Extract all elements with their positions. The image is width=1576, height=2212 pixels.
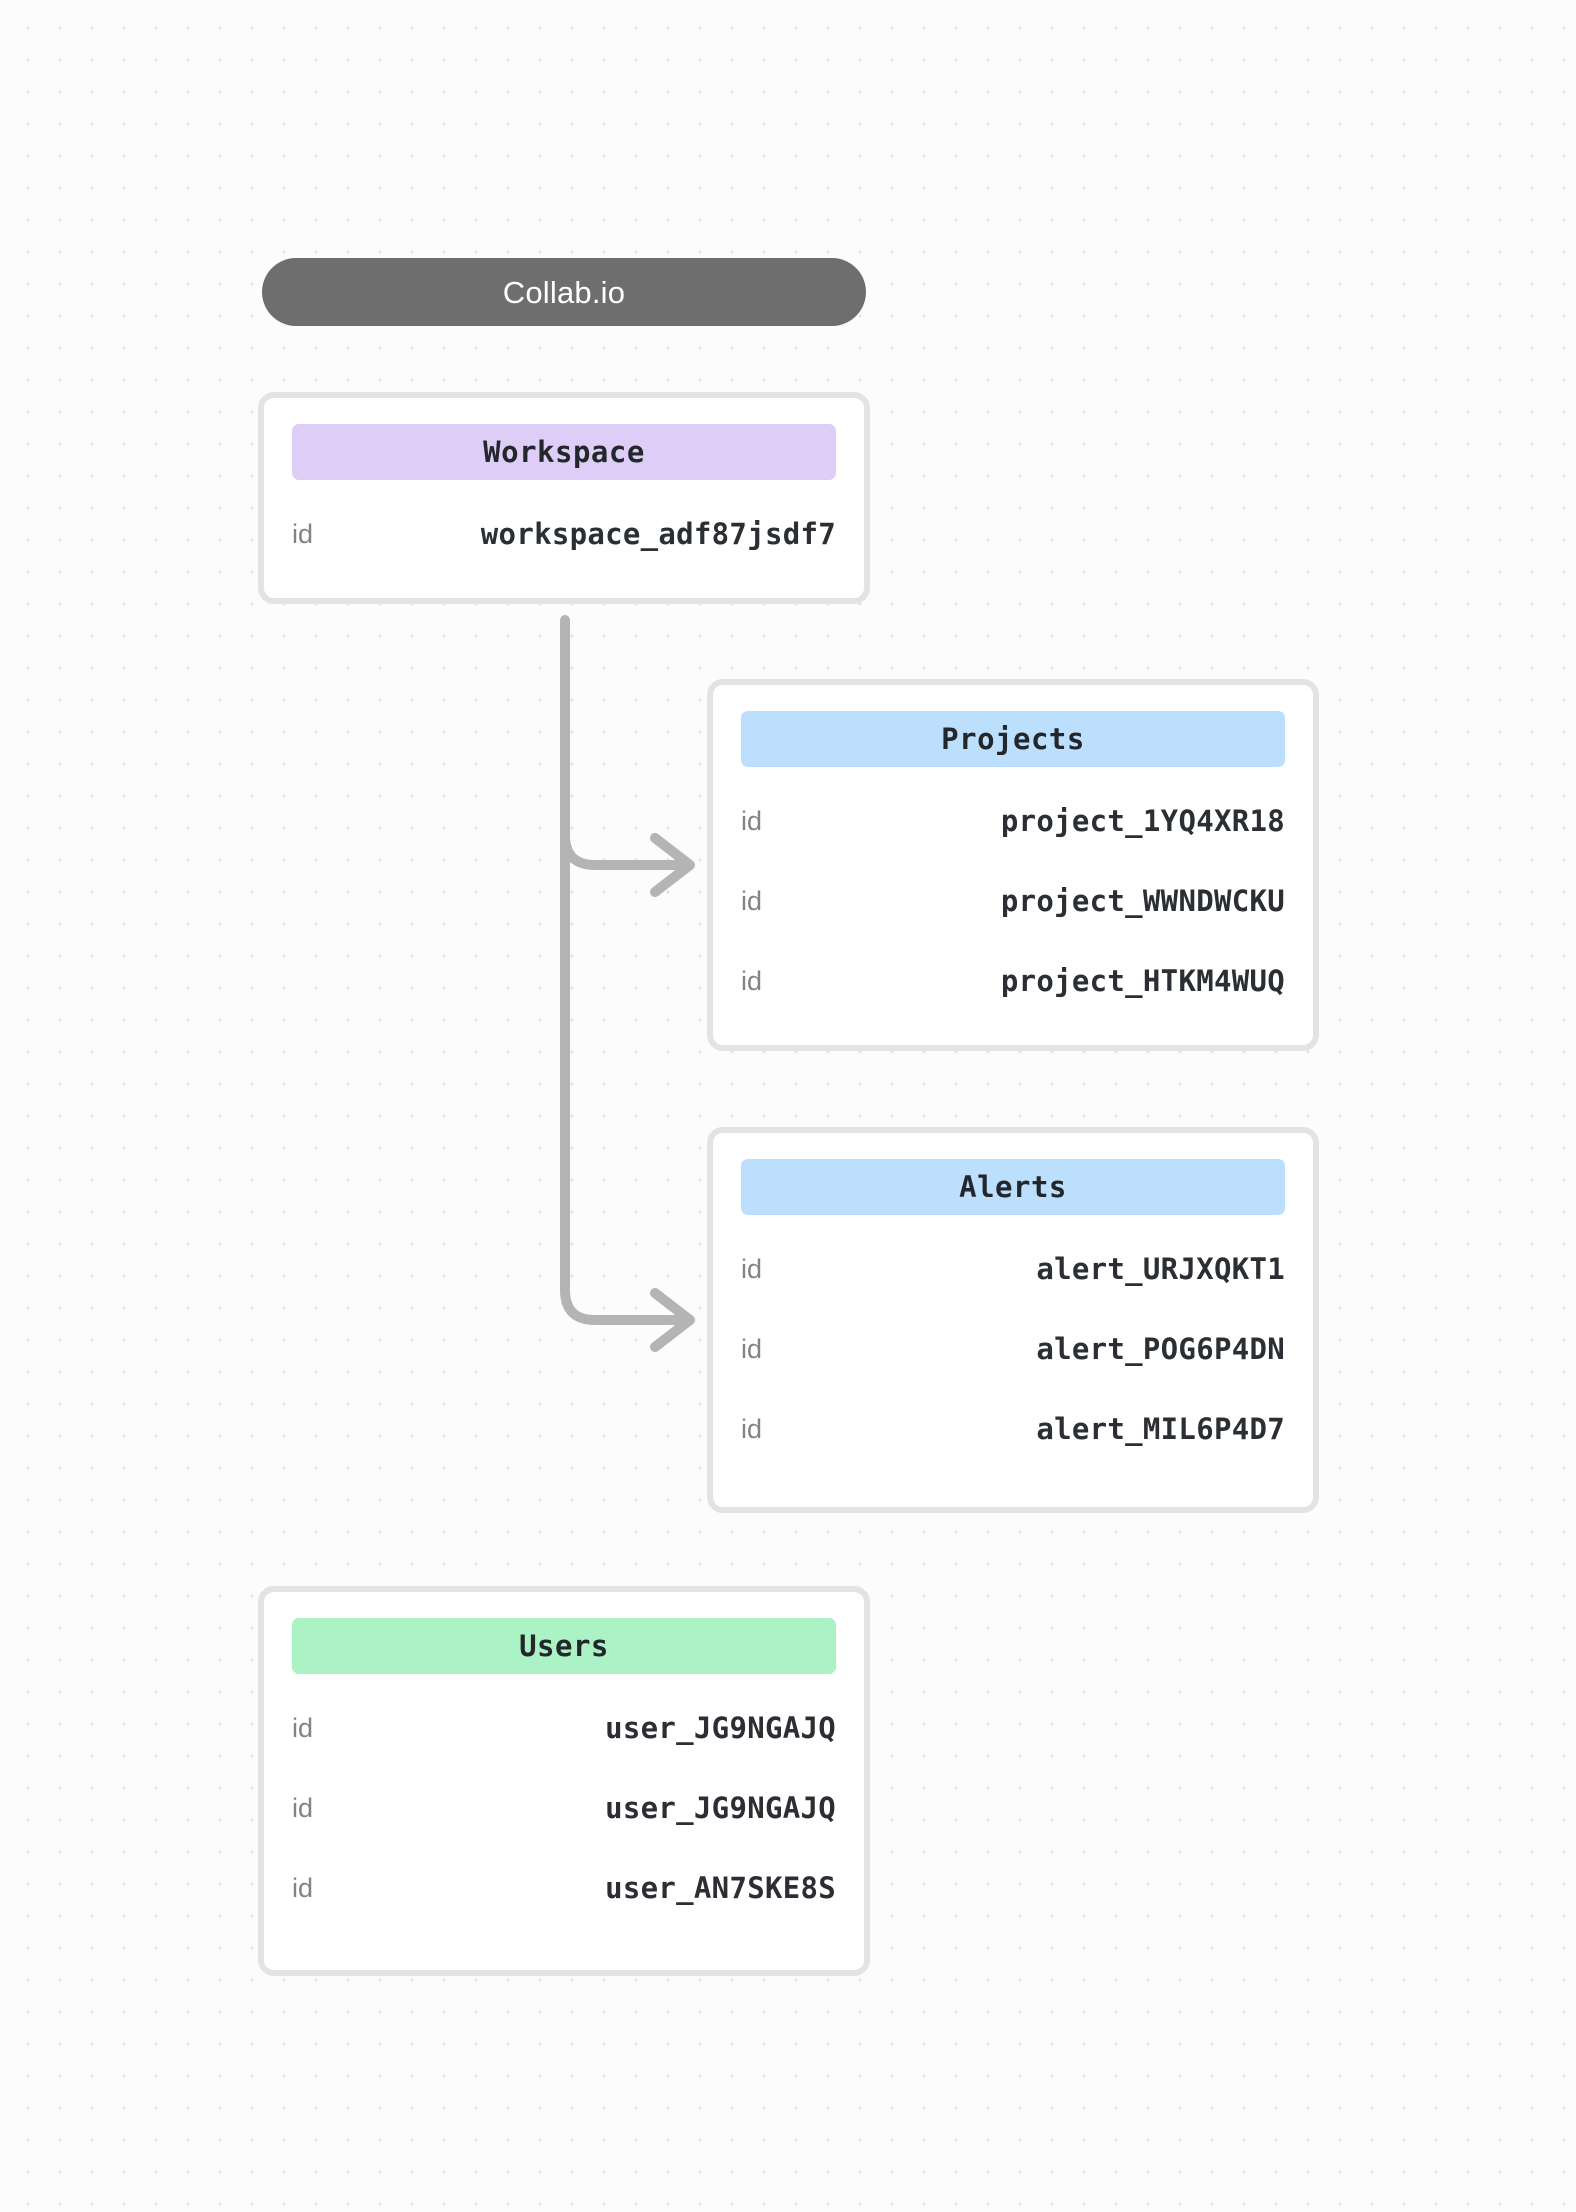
field-key: id xyxy=(741,885,763,916)
field-value: alert_MIL6P4D7 xyxy=(1036,1411,1285,1446)
table-row[interactable]: id project_HTKM4WUQ xyxy=(741,941,1285,1021)
field-key: id xyxy=(292,518,314,549)
arrowhead-alerts xyxy=(650,1288,695,1352)
connector-workspace-to-projects xyxy=(560,615,683,870)
arrowhead-projects xyxy=(650,833,695,897)
entity-card-projects[interactable]: Projects id project_1YQ4XR18 id project_… xyxy=(707,679,1319,1051)
table-row[interactable]: id user_JG9NGAJQ xyxy=(292,1688,836,1768)
entity-card-alerts[interactable]: Alerts id alert_URJXQKT1 id alert_POG6P4… xyxy=(707,1127,1319,1513)
table-row[interactable]: id project_WWNDWCKU xyxy=(741,861,1285,941)
field-key: id xyxy=(292,1792,314,1823)
entity-title-projects: Projects xyxy=(941,721,1085,756)
field-key: id xyxy=(741,1333,763,1364)
table-row[interactable]: id alert_MIL6P4D7 xyxy=(741,1389,1285,1469)
field-value: user_AN7SKE8S xyxy=(605,1870,836,1905)
field-value: user_JG9NGAJQ xyxy=(605,1710,836,1745)
table-row[interactable]: id workspace_adf87jsdf7 xyxy=(292,494,836,574)
field-value: project_HTKM4WUQ xyxy=(1000,963,1285,998)
field-value: workspace_adf87jsdf7 xyxy=(480,516,836,551)
field-value: project_WWNDWCKU xyxy=(1000,883,1285,918)
entity-header-workspace: Workspace xyxy=(292,424,836,480)
entity-title-users: Users xyxy=(519,1628,609,1663)
table-row[interactable]: id user_AN7SKE8S xyxy=(292,1848,836,1928)
field-key: id xyxy=(741,965,763,996)
field-key: id xyxy=(741,805,763,836)
diagram-title: Collab.io xyxy=(502,274,626,310)
entity-title-workspace: Workspace xyxy=(483,434,645,469)
entity-title-alerts: Alerts xyxy=(959,1169,1067,1204)
entity-header-projects: Projects xyxy=(741,711,1285,767)
field-key: id xyxy=(741,1413,763,1444)
diagram-title-pill: Collab.io xyxy=(262,258,866,326)
field-key: id xyxy=(741,1253,763,1284)
table-row[interactable]: id project_1YQ4XR18 xyxy=(741,781,1285,861)
field-value: alert_POG6P4DN xyxy=(1036,1331,1285,1366)
entity-card-workspace[interactable]: Workspace id workspace_adf87jsdf7 xyxy=(258,392,870,604)
field-key: id xyxy=(292,1872,314,1903)
table-row[interactable]: id alert_POG6P4DN xyxy=(741,1309,1285,1389)
entity-header-alerts: Alerts xyxy=(741,1159,1285,1215)
field-value: alert_URJXQKT1 xyxy=(1036,1251,1285,1286)
connector-workspace-to-alerts xyxy=(560,830,683,1325)
entity-header-users: Users xyxy=(292,1618,836,1674)
field-value: user_JG9NGAJQ xyxy=(605,1790,836,1825)
table-row[interactable]: id user_JG9NGAJQ xyxy=(292,1768,836,1848)
field-value: project_1YQ4XR18 xyxy=(1000,803,1285,838)
table-row[interactable]: id alert_URJXQKT1 xyxy=(741,1229,1285,1309)
field-key: id xyxy=(292,1712,314,1743)
entity-card-users[interactable]: Users id user_JG9NGAJQ id user_JG9NGAJQ … xyxy=(258,1586,870,1976)
